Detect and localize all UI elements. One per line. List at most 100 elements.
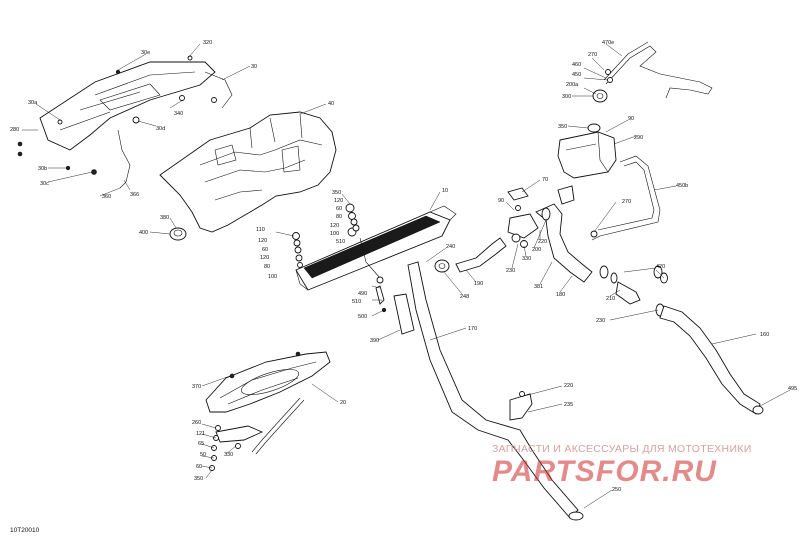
callout-30e: 30e	[141, 50, 150, 56]
callout-210: 210	[606, 296, 615, 302]
callout-121: 121	[196, 431, 205, 437]
callout-490: 490	[358, 291, 367, 297]
callout-190: 190	[474, 281, 483, 287]
mount-260	[209, 425, 264, 471]
callout-330-b: 330	[224, 452, 233, 458]
callout-450b: 450b	[676, 183, 688, 189]
callout-220-b: 220	[564, 383, 573, 389]
bolt-370	[229, 351, 301, 379]
radiator-part-10	[295, 205, 457, 291]
fitting-330	[511, 233, 528, 248]
callout-510-b: 510	[352, 299, 361, 305]
console-part-30	[39, 55, 233, 189]
cap-380	[169, 227, 187, 241]
callout-300: 300	[562, 94, 571, 100]
callout-360: 360	[102, 194, 111, 200]
callout-30: 30	[251, 64, 257, 70]
callout-230-b: 230	[596, 318, 605, 324]
callout-200a: 200a	[566, 82, 579, 88]
callout-380: 380	[160, 215, 169, 221]
callout-20: 20	[340, 400, 346, 406]
callout-60-a: 60	[336, 206, 342, 212]
watermark-logo-text: PARTSFOR.RU	[492, 455, 717, 488]
callout-280: 280	[10, 127, 19, 133]
callout-180: 180	[556, 292, 565, 298]
watermark-logo: PARTSFOR.RU	[492, 455, 717, 488]
thermostat-90	[507, 205, 539, 239]
callout-235: 235	[564, 402, 573, 408]
callout-290: 290	[634, 135, 643, 141]
callout-400: 400	[139, 230, 148, 236]
callout-270-b: 270	[622, 199, 631, 205]
clamp-248	[434, 259, 450, 273]
callout-381: 381	[534, 284, 543, 290]
callout-30b: 30b	[38, 166, 47, 172]
tank-290	[557, 131, 617, 179]
callout-100-b: 100	[268, 274, 277, 280]
fasteners-30	[17, 69, 121, 175]
callout-250: 250	[612, 487, 621, 493]
hose-470e	[603, 41, 713, 99]
fascia-part-40	[159, 111, 337, 233]
callout-30c: 30c	[40, 181, 49, 187]
callout-320: 320	[203, 40, 212, 46]
bracket-490	[375, 285, 387, 313]
callout-270-a: 270	[588, 52, 597, 58]
hose-180	[535, 203, 593, 283]
skid-plate-20	[205, 351, 331, 455]
callout-80-b: 80	[264, 264, 270, 270]
clamp-200	[541, 207, 551, 221]
callout-350-fan: 350	[332, 190, 341, 196]
callout-340: 340	[174, 111, 183, 117]
callout-260: 260	[192, 420, 201, 426]
callout-470e: 470e	[602, 40, 614, 46]
callout-120-c: 120	[258, 238, 267, 244]
callout-350-tank: 350	[558, 124, 567, 130]
callout-120-d: 120	[260, 255, 269, 261]
callout-70: 70	[542, 177, 548, 183]
callout-460: 460	[572, 62, 581, 68]
cap-300	[592, 89, 608, 103]
callout-110: 110	[256, 227, 265, 233]
callout-495: 495	[788, 386, 797, 392]
callout-60-c: 60	[196, 464, 202, 470]
callout-50: 50	[200, 452, 206, 458]
callout-248: 248	[460, 294, 469, 300]
callouts: 320 30e 30 30a 280 340 30d 30b 30c 360 3…	[10, 40, 797, 534]
callout-330: 330	[522, 256, 531, 262]
callout-370: 370	[192, 384, 201, 390]
hose-160	[659, 305, 764, 415]
callout-390: 390	[370, 338, 379, 344]
callout-230-a: 230	[506, 268, 515, 274]
callout-240: 240	[446, 244, 455, 250]
callout-40: 40	[328, 101, 334, 107]
callout-30d: 30d	[156, 126, 165, 132]
callout-60-b: 60	[262, 247, 268, 253]
watermark-tagline: ЗАПЧАСТИ И АКСЕССУАРЫ ДЛЯ МОТОТЕХНИКИ	[492, 443, 752, 455]
callout-500: 500	[358, 314, 367, 320]
hose-170	[407, 261, 584, 521]
fan-stack-350	[345, 203, 360, 232]
fitting-460	[605, 69, 613, 83]
callout-30a: 30a	[28, 100, 38, 106]
callout-160: 160	[760, 332, 769, 338]
callout-120-a: 120	[334, 198, 343, 204]
callout-220-a: 220	[538, 239, 547, 245]
fan-stack-110	[292, 232, 303, 268]
diagram-code: 10T20010	[10, 527, 40, 534]
callout-120-b: 120	[330, 223, 339, 229]
callout-100-a: 100	[330, 231, 339, 237]
callout-170: 170	[468, 326, 477, 332]
callout-90: 90	[498, 198, 504, 204]
hose-390	[393, 293, 415, 335]
cap-70	[507, 187, 529, 201]
leader-lines	[22, 43, 791, 509]
callout-65: 65	[198, 441, 204, 447]
callout-510-a: 510	[336, 239, 345, 245]
callout-420: 420	[656, 264, 665, 270]
callout-200: 200	[532, 247, 541, 253]
callout-350-bot: 350	[194, 476, 203, 482]
hose-450b	[590, 155, 661, 241]
bracket-220	[509, 391, 533, 421]
